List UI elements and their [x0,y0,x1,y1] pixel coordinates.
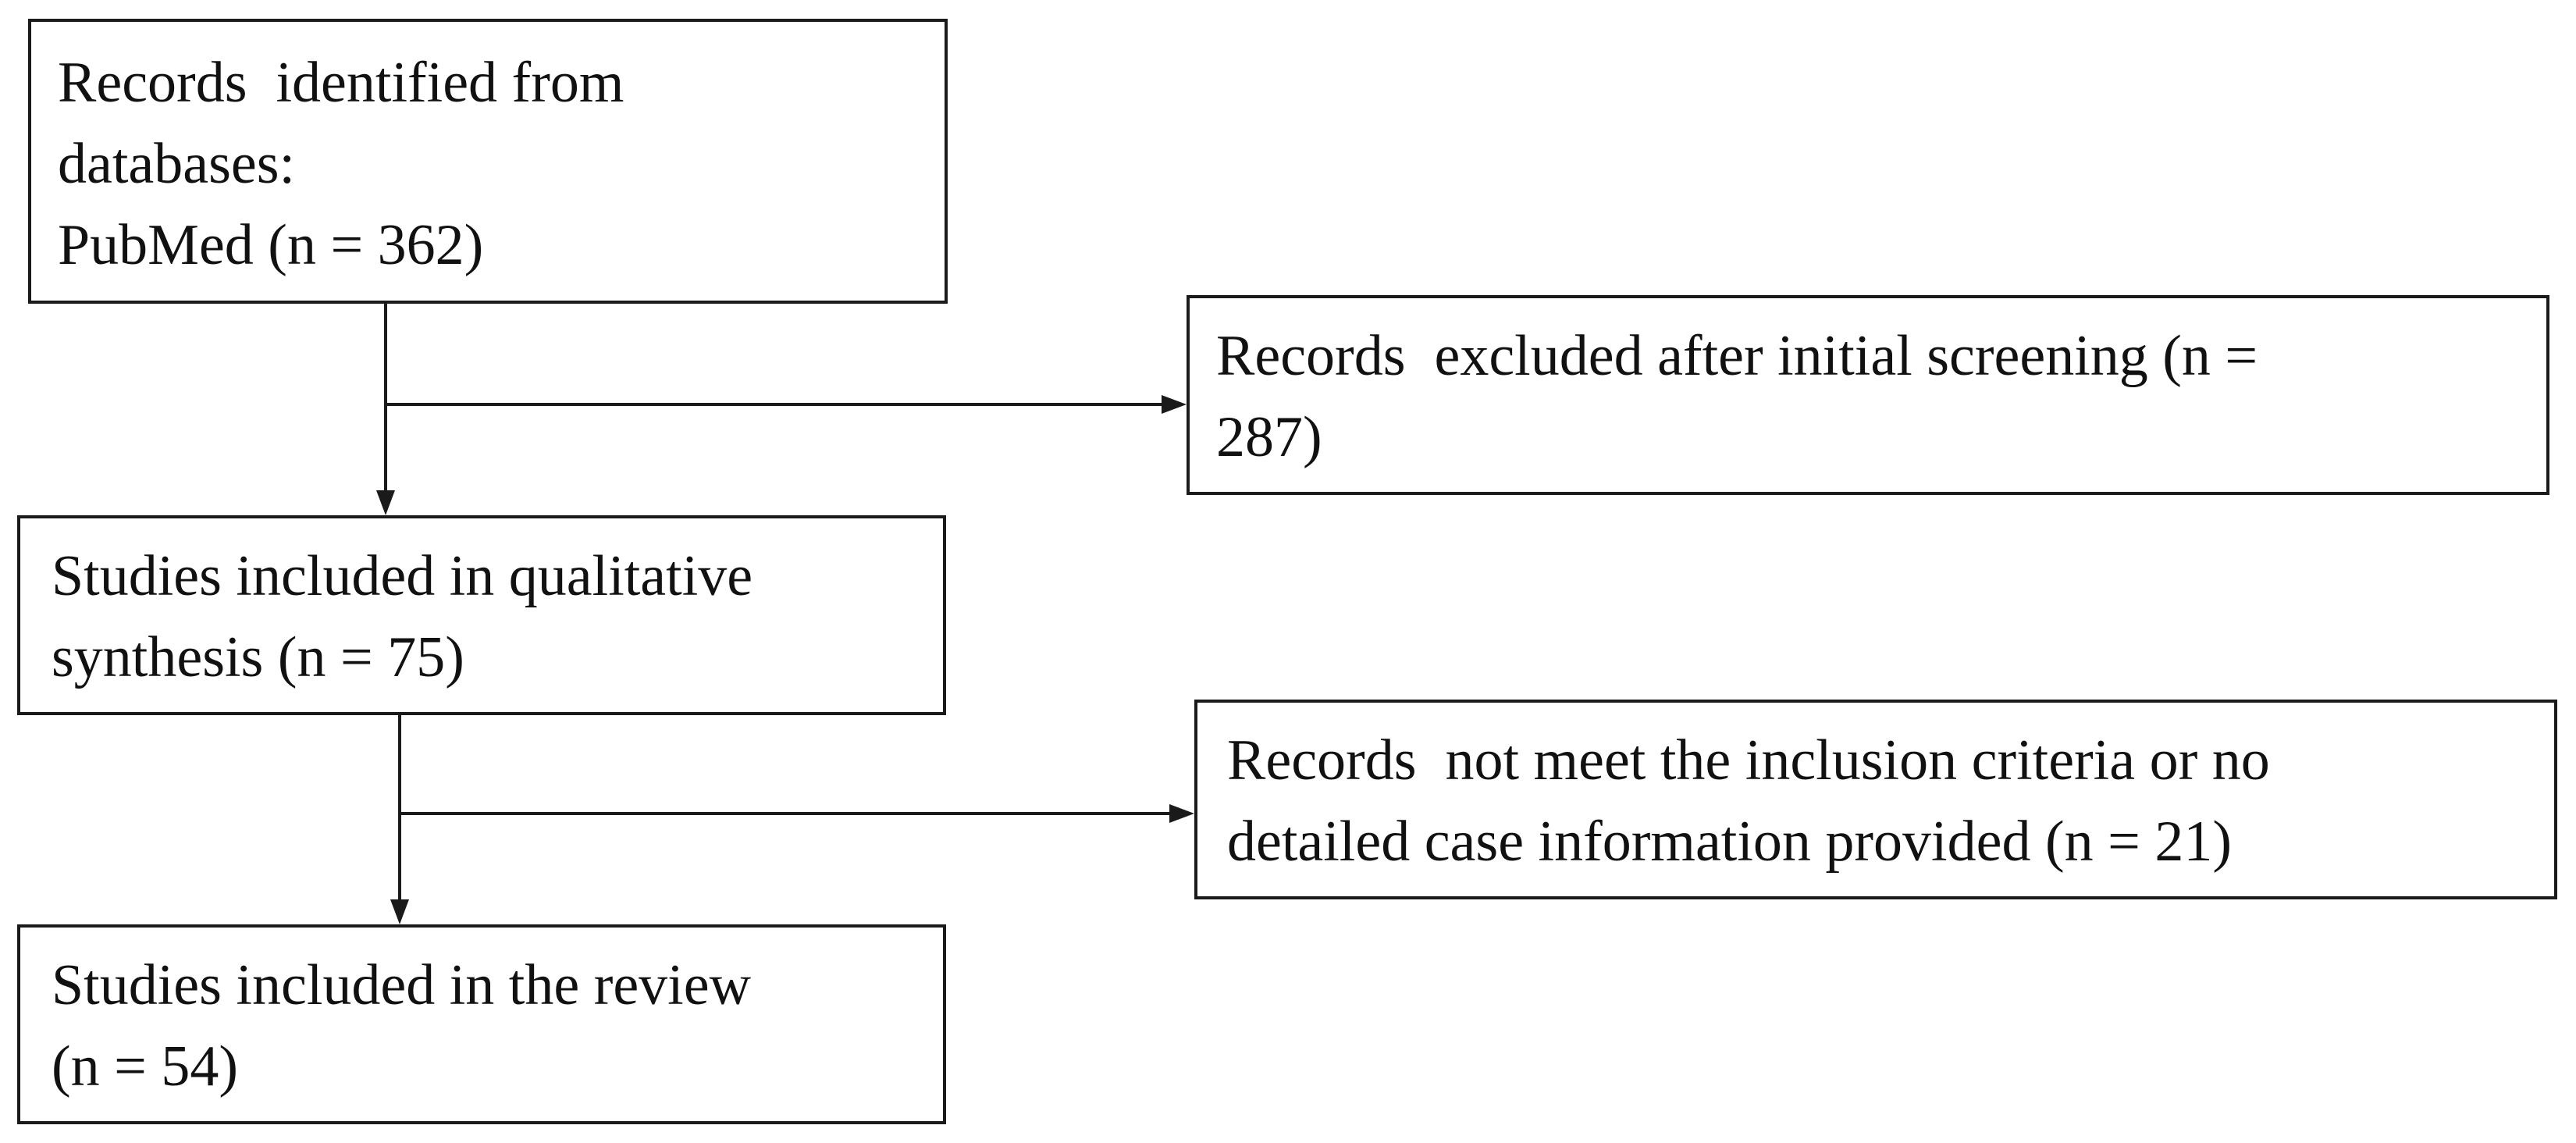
qualitative-line-2: synthesis (n = 75) [52,625,464,689]
identified-line-1: Records identified from [58,51,624,115]
not-meet-line-2: detailed case information provided (n = … [1227,810,2232,874]
arrowhead-identified-to-qualitative [376,490,395,515]
excluded-initial-line-2: 287) [1216,405,1322,469]
box-records-identified: Records identified from databases: PubMe… [28,19,948,304]
excluded-initial-line-1: Records excluded after initial screening… [1216,324,2258,388]
not-meet-line-1: Records not meet the inclusion criteria … [1227,728,2270,792]
identified-line-2: databases: [58,132,296,196]
arrowhead-qualitative-to-review [390,899,409,924]
review-line-2: (n = 54) [52,1034,239,1098]
arrowhead-to-not-meet [1169,804,1194,823]
box-records-excluded-initial: Records excluded after initial screening… [1187,295,2549,495]
arrowhead-to-excluded-initial [1162,395,1187,414]
qualitative-line-1: Studies included in qualitative [52,544,753,608]
box-qualitative-synthesis: Studies included in qualitative synthesi… [17,515,946,715]
box-studies-in-review: Studies included in the review (n = 54) [17,924,946,1124]
box-records-not-meet-criteria: Records not meet the inclusion criteria … [1194,700,2557,899]
identified-line-3: PubMed (n = 362) [58,213,484,277]
review-line-1: Studies included in the review [52,953,752,1017]
